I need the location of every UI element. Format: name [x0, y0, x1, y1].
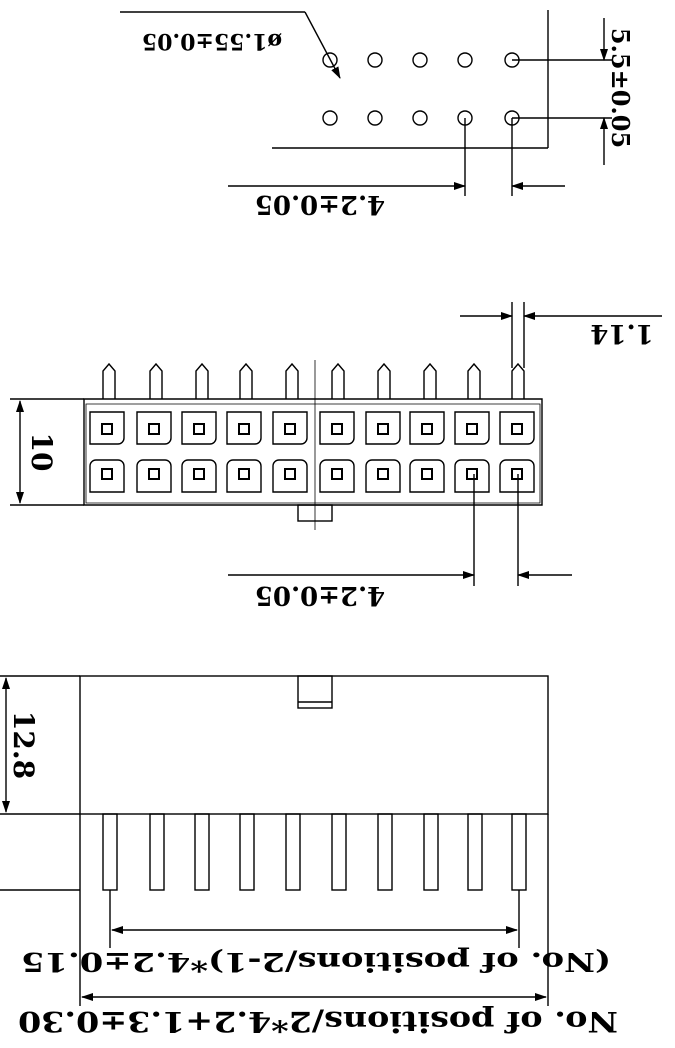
front-pin: [377, 362, 391, 399]
front-pin: [195, 362, 209, 399]
side-pin: [331, 813, 347, 891]
side-pin: [511, 813, 527, 891]
terminal: [238, 468, 250, 480]
side-pin: [285, 813, 301, 891]
hole-leader-line: [304, 11, 341, 79]
cavity: [499, 459, 535, 493]
side-pins: [102, 813, 527, 891]
cavity: [409, 411, 445, 445]
cavity: [136, 459, 172, 493]
footprint-hole: [322, 110, 338, 126]
side-pin: [194, 813, 210, 891]
cavity: [499, 411, 535, 445]
cavity: [365, 459, 401, 493]
cavity: [454, 459, 490, 493]
side-pin: [102, 813, 118, 891]
front-pin: [511, 362, 525, 399]
front-pin: [285, 362, 299, 399]
terminal: [421, 468, 433, 480]
side-pin: [149, 813, 165, 891]
cavity: [136, 411, 172, 445]
front-pin: [467, 362, 481, 399]
front-housing: [83, 398, 543, 506]
terminal: [193, 423, 205, 435]
hole-diameter-label: ø1.55±0.05: [142, 28, 282, 54]
side-view: [0, 675, 549, 1006]
side-housing: [79, 675, 549, 815]
cavity: [226, 411, 262, 445]
terminal: [377, 468, 389, 480]
cavity: [454, 411, 490, 445]
footprint-hole: [367, 52, 383, 68]
side-pin: [239, 813, 255, 891]
front-pin: [102, 362, 116, 399]
pin-span-label: (No. of positions/2-1)*4.2±0.15: [21, 946, 611, 976]
footprint-holes: [322, 52, 520, 126]
cavity: [89, 411, 125, 445]
footprint-hole: [412, 52, 428, 68]
terminal: [284, 423, 296, 435]
side-pin: [377, 813, 393, 891]
front-cavities-bottom: [89, 459, 535, 493]
pin-width-label: 1.14: [590, 318, 653, 348]
terminal: [331, 468, 343, 480]
front-terminals: [101, 423, 523, 480]
side-latch: [297, 675, 333, 709]
cavity: [181, 459, 217, 493]
cavity: [89, 459, 125, 493]
front-pin: [149, 362, 163, 399]
terminal: [193, 468, 205, 480]
footprint-view: [120, 10, 612, 196]
front-height-label: 10: [25, 433, 58, 472]
footprint-hole: [412, 110, 428, 126]
footprint-hole: [367, 110, 383, 126]
row-pitch-label: 5.5±0.05: [606, 28, 635, 148]
cavity: [409, 459, 445, 493]
cavity: [365, 411, 401, 445]
terminal: [466, 468, 478, 480]
terminal: [238, 423, 250, 435]
cavity: [226, 459, 262, 493]
footprint-hole: [322, 52, 338, 68]
terminal: [511, 468, 523, 480]
terminal: [148, 423, 160, 435]
terminal: [101, 468, 113, 480]
terminal: [284, 468, 296, 480]
front-pins: [102, 362, 525, 399]
overall-length-label: No. of positions/2*4.2+1.3±0.30: [18, 1005, 618, 1038]
footprint-column-pitch-label: 4.2±0.05: [255, 189, 385, 219]
front-cavities-top: [89, 411, 535, 445]
side-pin: [423, 813, 439, 891]
terminal: [331, 423, 343, 435]
cavity: [272, 411, 308, 445]
front-pin: [239, 362, 253, 399]
front-view: [10, 302, 662, 586]
cavity: [272, 459, 308, 493]
front-pitch-label: 4.2±0.05: [255, 580, 385, 610]
terminal: [466, 423, 478, 435]
front-housing-inner: [85, 403, 541, 504]
cavity: [319, 411, 355, 445]
terminal: [101, 423, 113, 435]
terminal: [421, 423, 433, 435]
cavity: [319, 459, 355, 493]
footprint-hole: [457, 52, 473, 68]
side-pin: [467, 813, 483, 891]
cavity: [181, 411, 217, 445]
side-height-label: 12.8: [7, 711, 40, 779]
terminal: [511, 423, 523, 435]
front-pin: [331, 362, 345, 399]
terminal: [377, 423, 389, 435]
front-pin: [423, 362, 437, 399]
terminal: [148, 468, 160, 480]
